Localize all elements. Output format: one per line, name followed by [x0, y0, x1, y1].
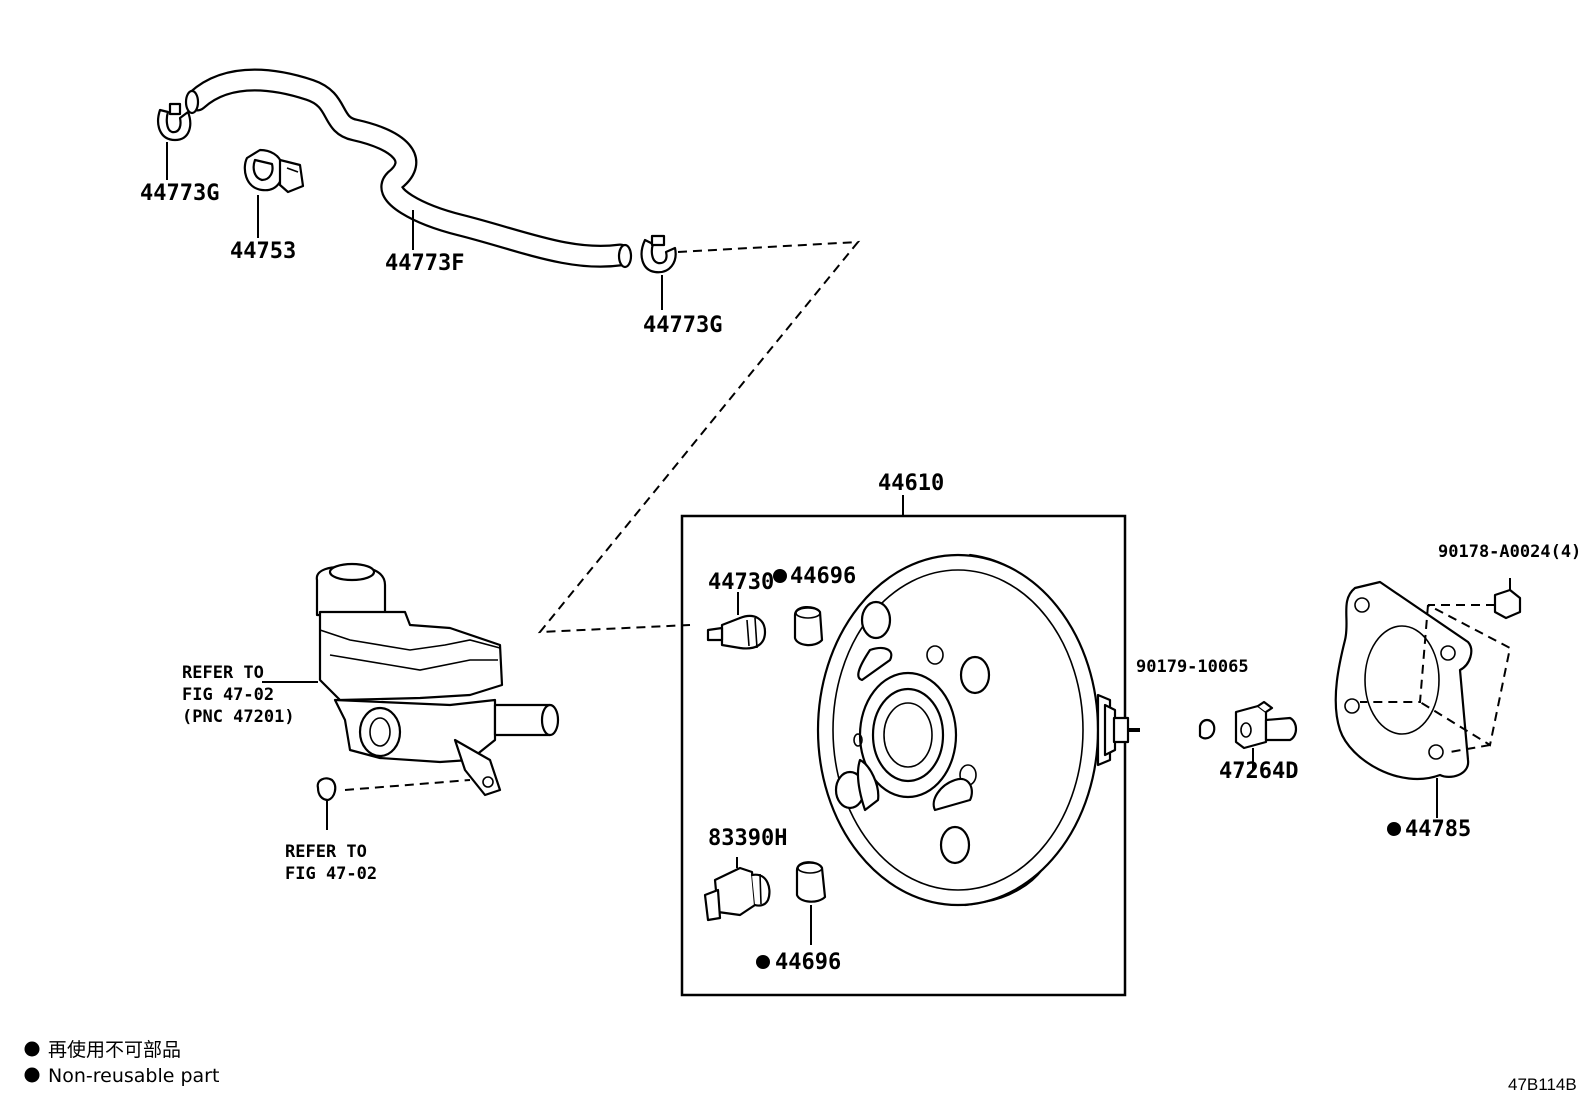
non-reusable-marker-icon — [1387, 822, 1401, 836]
diagram-code: 47B114B — [1508, 1075, 1577, 1094]
label-grommet-top: 44696 — [790, 564, 856, 589]
label-check-valve: 44730 — [708, 570, 774, 595]
grommet-top[interactable] — [793, 606, 824, 647]
master-cylinder-seal[interactable] — [316, 777, 337, 830]
grommet-bottom[interactable] — [795, 861, 827, 945]
label-clamp-holder: 44753 — [230, 239, 296, 264]
ref-master-cylinder-line-2: FIG 47-02 — [182, 685, 274, 705]
nut-90178[interactable] — [1493, 578, 1522, 620]
hose-clamp-left[interactable] — [157, 102, 192, 180]
non-reusable-marker-icon — [773, 569, 787, 583]
hose-to-valve-dashed-line — [537, 240, 861, 634]
ref-seal-line-1: REFER TO — [285, 842, 367, 862]
label-grommet-bottom: 44696 — [775, 950, 841, 975]
check-valve[interactable] — [706, 592, 767, 650]
legend-english: Non-reusable part — [48, 1065, 219, 1087]
rod-clevis[interactable] — [1234, 700, 1298, 770]
label-nut-90179: 90179-10065 — [1136, 657, 1249, 677]
label-vacuum-sensor: 83390H — [708, 826, 787, 851]
label-booster-assembly: 44610 — [878, 471, 944, 496]
legend-bullet-icon — [24, 1067, 40, 1083]
label-rod-clevis: 47264D — [1219, 759, 1298, 784]
ref-master-cylinder-line-1: REFER TO — [182, 663, 264, 683]
legend-japanese: 再使用不可部品 — [48, 1039, 181, 1061]
label-clamp-left: 44773G — [140, 181, 219, 206]
hose-clamp-holder[interactable] — [243, 148, 305, 238]
label-nut-90178: 90178-A0024(4) — [1438, 542, 1581, 562]
hose-clamp-right[interactable] — [640, 234, 677, 310]
label-hose: 44773F — [385, 251, 464, 276]
vacuum-hose[interactable] — [184, 68, 633, 269]
brake-booster[interactable] — [816, 553, 1140, 907]
legend-bullet-icon — [24, 1041, 40, 1057]
nut-90179[interactable] — [1198, 718, 1216, 740]
brake-master-cylinder[interactable] — [315, 562, 560, 797]
label-gasket: 44785 — [1405, 817, 1471, 842]
ref-master-cylinder-line-3: (PNC 47201) — [182, 707, 295, 727]
gasket[interactable] — [1334, 580, 1473, 818]
vacuum-sensor[interactable] — [703, 857, 771, 922]
label-clamp-right: 44773G — [643, 313, 722, 338]
ref-seal-line-2: FIG 47-02 — [285, 864, 377, 884]
non-reusable-marker-icon — [756, 955, 770, 969]
